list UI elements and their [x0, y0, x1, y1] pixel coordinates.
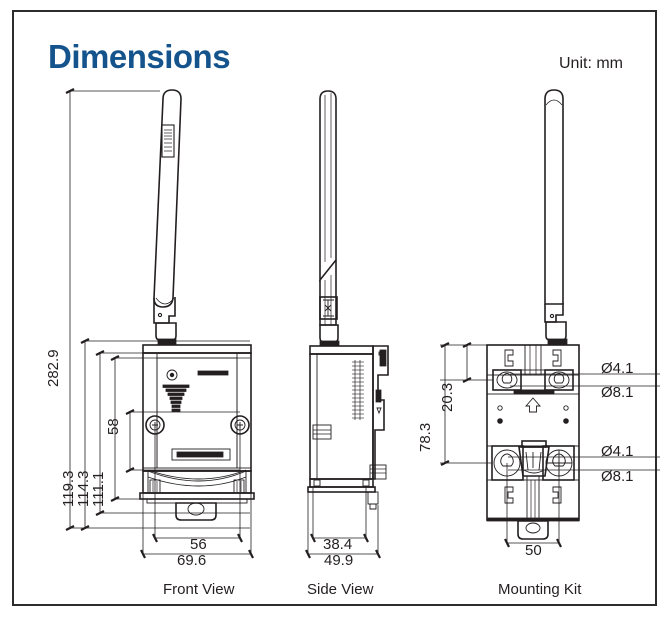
dim-50: 50 — [525, 542, 542, 559]
view-label-side: Side View — [307, 581, 374, 598]
unit-note: Unit: mm — [559, 55, 623, 72]
front-antenna — [153, 89, 182, 346]
side-body — [307, 345, 389, 510]
front-led-labels — [162, 384, 190, 412]
mount-dimensions — [440, 342, 660, 548]
front-vertical-dimensions — [65, 88, 250, 531]
dim-top-dia-8-1: Ø8.1 — [601, 384, 634, 401]
mount-antenna — [544, 89, 568, 346]
page-title: Dimensions — [48, 38, 231, 75]
mount-top-screw-right — [544, 369, 574, 391]
mount-bottom-screw-left — [491, 445, 524, 481]
dim-69-6: 69.6 — [177, 552, 207, 569]
dim-56: 56 — [190, 536, 207, 553]
side-vent-slots — [352, 360, 364, 420]
dim-bottom-dia-8-1: Ø8.1 — [601, 468, 634, 485]
mount-bracket — [486, 344, 580, 540]
drawing-frame — [12, 10, 657, 606]
dim-49-9: 49.9 — [324, 552, 354, 569]
dim-20-3: 20.3 — [439, 382, 456, 412]
dim-78-3: 78.3 — [417, 422, 434, 452]
side-dimensions — [305, 487, 381, 559]
view-label-mounting-kit: Mounting Kit — [498, 581, 582, 598]
mount-top-screw-left — [492, 369, 522, 391]
dim-top-dia-4-1: Ø4.1 — [601, 360, 634, 377]
dim-bottom-dia-4-1: Ø4.1 — [601, 443, 634, 460]
front-horizontal-dimensions — [140, 425, 254, 559]
dim-38-4: 38.4 — [323, 536, 353, 553]
view-label-front: Front View — [163, 581, 235, 598]
